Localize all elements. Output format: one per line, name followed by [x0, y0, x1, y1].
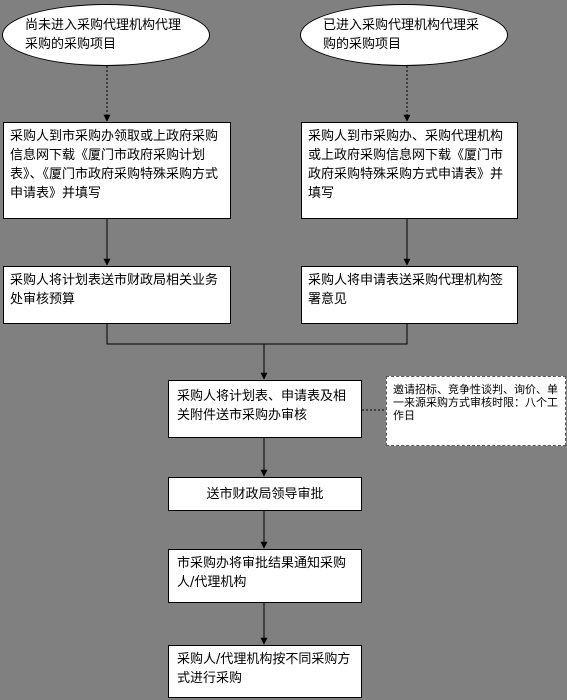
left-start-text: 尚未进入采购代理机构代理采购的采购项目: [25, 18, 182, 52]
step6-text: 采购人/代理机构按不同采购方式进行采购: [177, 652, 351, 686]
left-step2-text: 采购人将计划表送市财政局相关业务处审核预算: [10, 273, 219, 307]
left-step1-box: 采购人到市采购办领取或上政府采购信息网下载《厦门市政府采购计划表》、《厦门市政府…: [3, 122, 231, 219]
note-text: 邀请招标、竞争性谈判、询价、单一来源采购方式审核时限：八个工作日: [393, 383, 558, 422]
note-box: 邀请招标、竞争性谈判、询价、单一来源采购方式审核时限：八个工作日: [386, 376, 566, 446]
right-step2-box: 采购人将申请表送采购代理机构签署意见: [301, 266, 518, 324]
right-start-ellipse: 已进入采购代理机构代理采购的采购项目: [300, 4, 508, 66]
right-step1-text: 采购人到市采购办、采购代理机构或上政府采购信息网下载《厦门市政府采购特殊采购方式…: [308, 129, 504, 201]
step5-text: 市采购办将审批结果通知采购人/代理机构: [177, 556, 347, 590]
left-start-ellipse: 尚未进入采购代理机构代理采购的采购项目: [2, 4, 210, 66]
step4-box: 送市财政局领导审批: [168, 477, 362, 511]
right-step2-text: 采购人将申请表送采购代理机构签署意见: [308, 273, 504, 307]
step3-text: 采购人将计划表、申请表及相关附件送市采购办审核: [177, 389, 347, 423]
right-step1-box: 采购人到市采购办、采购代理机构或上政府采购信息网下载《厦门市政府采购特殊采购方式…: [301, 122, 518, 219]
step4-text: 送市财政局领导审批: [206, 486, 324, 502]
step6-box: 采购人/代理机构按不同采购方式进行采购: [168, 645, 362, 698]
left-step2-box: 采购人将计划表送市财政局相关业务处审核预算: [3, 266, 231, 324]
step3-box: 采购人将计划表、申请表及相关附件送市采购办审核: [168, 380, 362, 438]
step5-box: 市采购办将审批结果通知采购人/代理机构: [168, 549, 362, 603]
merge-line: [106, 324, 408, 345]
right-start-text: 已进入采购代理机构代理采购的采购项目: [323, 18, 480, 52]
left-step1-text: 采购人到市采购办领取或上政府采购信息网下载《厦门市政府采购计划表》、《厦门市政府…: [10, 129, 219, 201]
